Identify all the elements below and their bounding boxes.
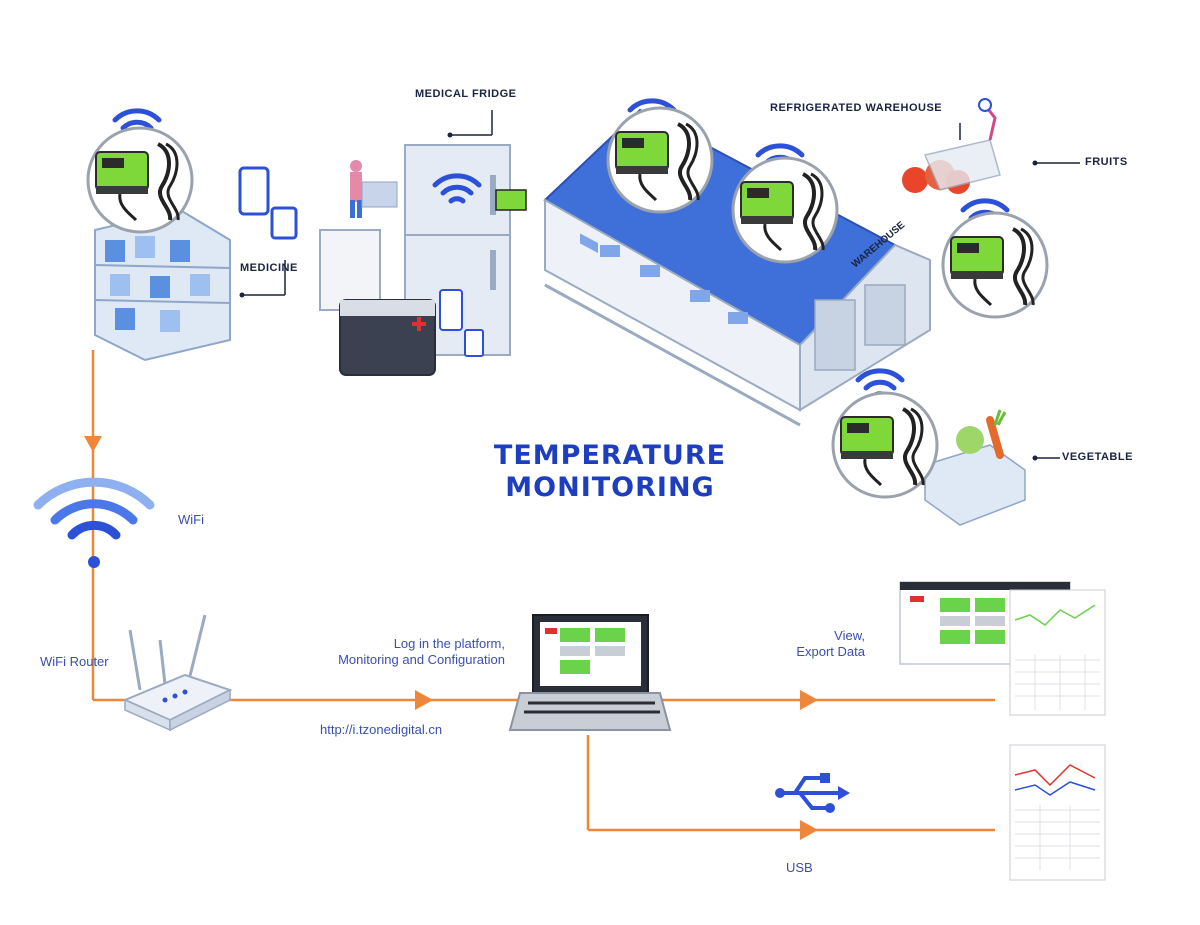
label-view-export: View, Export Data [760,628,865,660]
usb-icon [775,773,850,813]
arrow-down [84,436,102,452]
wifi-router-device [122,614,233,732]
title-line2: MONITORING [505,472,715,503]
label-fruits: FRUITS [1085,156,1128,168]
label-wifi-router: WiFi Router [40,654,109,669]
label-login-line2: Monitoring and Configuration [338,652,505,667]
label-medicine: MEDICINE [240,262,298,274]
label-vegetable: VEGETABLE [1062,451,1133,463]
label-medical-fridge: MEDICAL FRIDGE [415,88,517,100]
sensor-warehouse-2 [731,156,839,264]
fruits-crate [902,98,1001,194]
sensor-vegetable [831,391,939,499]
arrow-right-login [415,690,433,710]
warehouse-building [543,108,931,427]
report-sheet-2 [1009,744,1106,881]
sensor-warehouse-1 [606,106,714,214]
title-line1: TEMPERATURE [493,440,727,471]
label-url: http://i.tzonedigital.cn [320,722,443,737]
label-wifi: WiFi [178,512,204,527]
label-view-line1: View, [834,628,865,643]
label-login-line1: Log in the platform, [393,636,505,651]
report-sheet-1 [1009,589,1106,716]
medicine-shelves [94,166,298,362]
medical-fridge [319,144,527,376]
label-usb: USB [786,860,813,875]
label-view-line2: Export Data [796,644,865,659]
label-refrigerated-warehouse: REFRIGERATED WAREHOUSE [770,102,943,114]
sensor-fruits [941,211,1049,319]
laptop-device [508,614,672,731]
diagram-title: TEMPERATURE MONITORING [470,440,750,504]
wifi-big-icon [33,477,155,568]
flow-arrows [84,436,818,840]
vegetable-crate [924,409,1026,526]
arrow-right-export [800,690,818,710]
sensor-medicine [86,126,194,234]
arrow-right-usb [800,820,818,840]
label-login: Log in the platform, Monitoring and Conf… [260,636,505,668]
